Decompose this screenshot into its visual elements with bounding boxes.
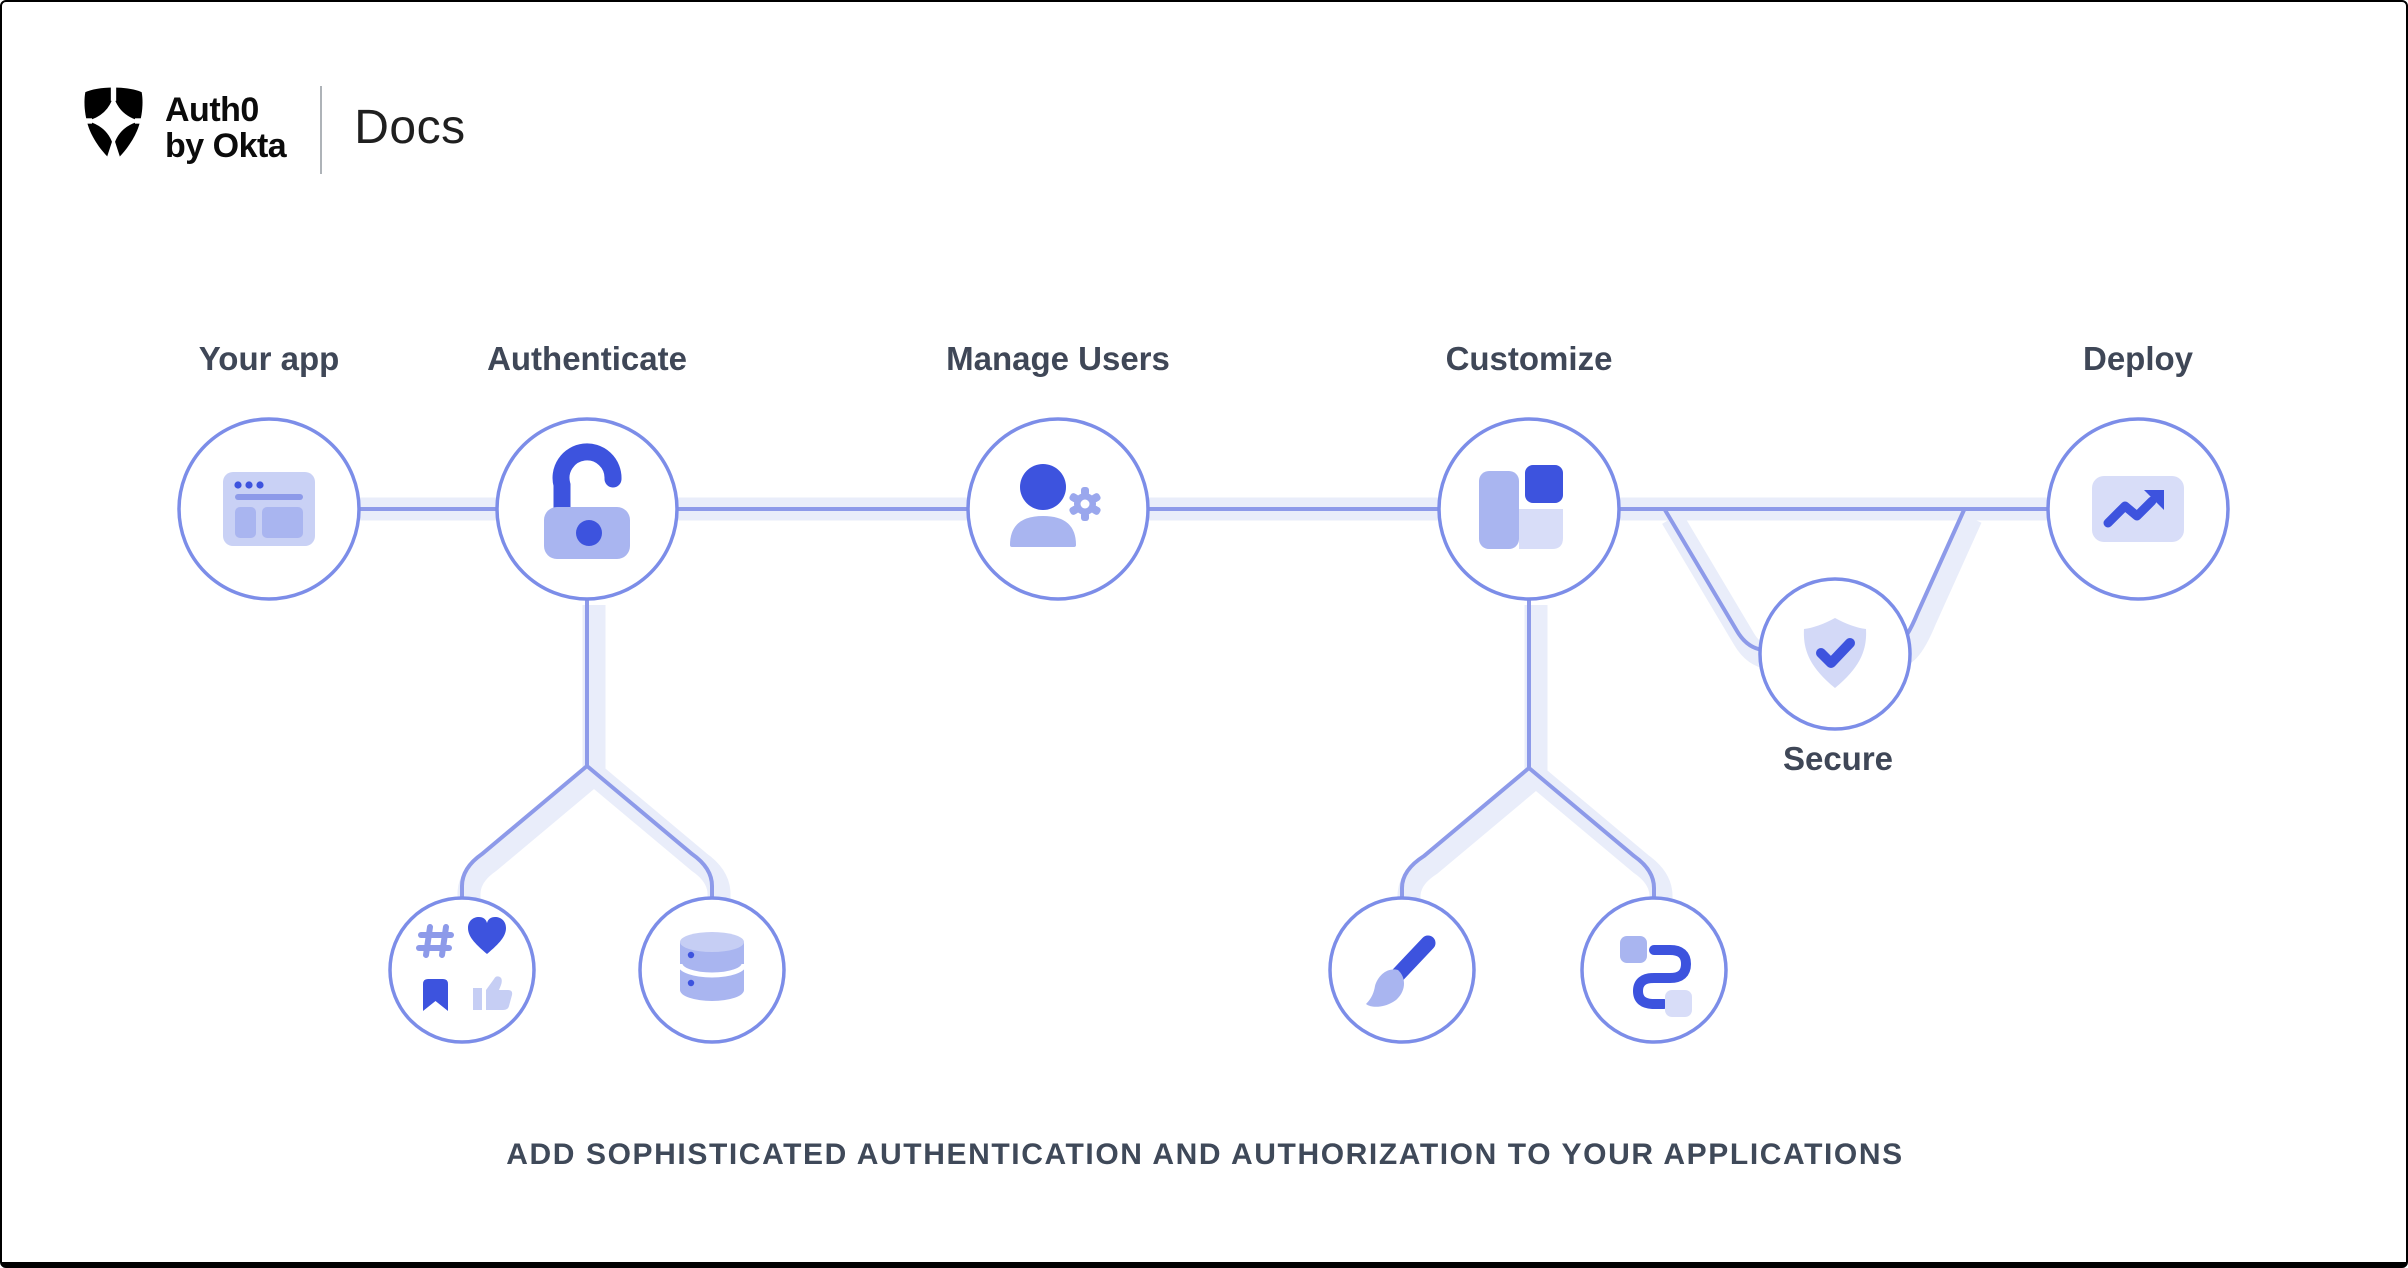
node-deploy[interactable] [2046,417,2230,601]
header-logo[interactable]: Auth0 by Okta Docs [80,86,466,174]
database-icon [677,932,747,1001]
user-settings-icon [1010,464,1101,547]
browser-window-icon [223,472,315,546]
social-engagement-icon [416,917,513,1011]
node-authenticate[interactable] [495,417,679,601]
label-your-app: Your app [198,340,340,377]
padlock-open-icon [544,443,630,559]
label-secure: Secure [1782,740,1894,777]
thumbs-up-icon [473,976,513,1010]
label-manage-users: Manage Users [946,340,1170,377]
node-user-database[interactable] [638,896,786,1044]
brand-line2: by Okta [165,127,287,165]
label-authenticate: Authenticate [487,340,687,377]
node-your-app[interactable] [177,417,361,601]
node-manage-users[interactable] [966,417,1150,601]
bookmark-icon [423,979,448,1011]
trending-up-icon [2092,476,2184,542]
node-secure[interactable] [1758,577,1912,731]
product-name[interactable]: Docs [354,101,466,154]
layout-blocks-icon [1479,465,1563,549]
brand-wordmark: Auth0 by Okta [165,86,287,165]
label-deploy: Deploy [2082,340,2194,377]
heart-icon [468,917,506,954]
workflow-path-icon [1620,936,1692,1017]
brand-line1: Auth0 [165,91,259,129]
node-customize[interactable] [1437,417,1621,601]
node-actions-workflow[interactable] [1580,896,1728,1044]
auth0-shield-icon [80,86,147,164]
node-social-connections[interactable] [388,896,536,1044]
node-branding[interactable] [1328,896,1476,1044]
hashtag-icon [416,924,454,958]
label-customize: Customize [1445,340,1613,377]
tagline: ADD SOPHISTICATED AUTHENTICATION AND AUT… [506,1138,1904,1171]
shield-check-icon [1803,618,1867,688]
paintbrush-icon [1366,935,1436,1007]
logo-divider [320,86,323,174]
